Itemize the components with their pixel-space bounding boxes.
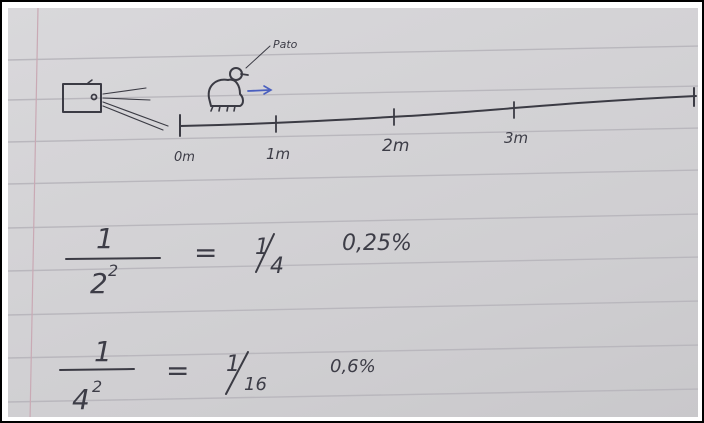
eq2-numerator: 1 — [94, 335, 112, 368]
equation-row-1: 1 2 2 = 1 4 0,25% — [65, 222, 412, 300]
ruled-lines — [8, 45, 698, 403]
eq2-fraction-num: 1 — [226, 352, 240, 377]
notebook-drawing: Pato 0m 1m 2m 3m 1 2 — [8, 8, 698, 417]
eq2-fraction-slash — [225, 351, 249, 395]
subject-label: Pato — [273, 38, 298, 51]
distance-label-1: 1m — [266, 145, 290, 163]
distance-label-3: 3m — [504, 129, 528, 147]
arrow-icon — [247, 85, 273, 95]
duck-icon — [207, 45, 271, 112]
eq1-fraction-slash — [255, 233, 275, 273]
eq2-exponent: 2 — [92, 377, 102, 396]
eq1-fraction-den: 4 — [270, 254, 284, 279]
notebook-paper: Pato 0m 1m 2m 3m 1 2 — [8, 8, 698, 417]
camera-icon — [62, 79, 169, 131]
eq2-equals: = — [166, 354, 189, 387]
eq2-fraction-den: 16 — [244, 374, 267, 395]
margin-line — [29, 8, 39, 417]
eq1-equals: = — [194, 236, 217, 269]
equation-row-2: 1 4 2 = 1 16 0,6% — [59, 335, 376, 416]
eq2-percent: 0,6% — [330, 356, 376, 377]
eq2-base: 4 — [72, 383, 90, 416]
eq1-base: 2 — [90, 267, 108, 300]
distance-axis — [179, 87, 697, 137]
eq2-fraction-bar — [59, 368, 135, 371]
eq1-percent: 0,25% — [342, 231, 412, 256]
distance-label-0: 0m — [174, 150, 195, 165]
eq1-fraction-bar — [65, 257, 161, 260]
eq1-exponent: 2 — [108, 261, 118, 280]
eq1-numerator: 1 — [96, 222, 114, 255]
distance-label-2: 2m — [382, 136, 409, 156]
